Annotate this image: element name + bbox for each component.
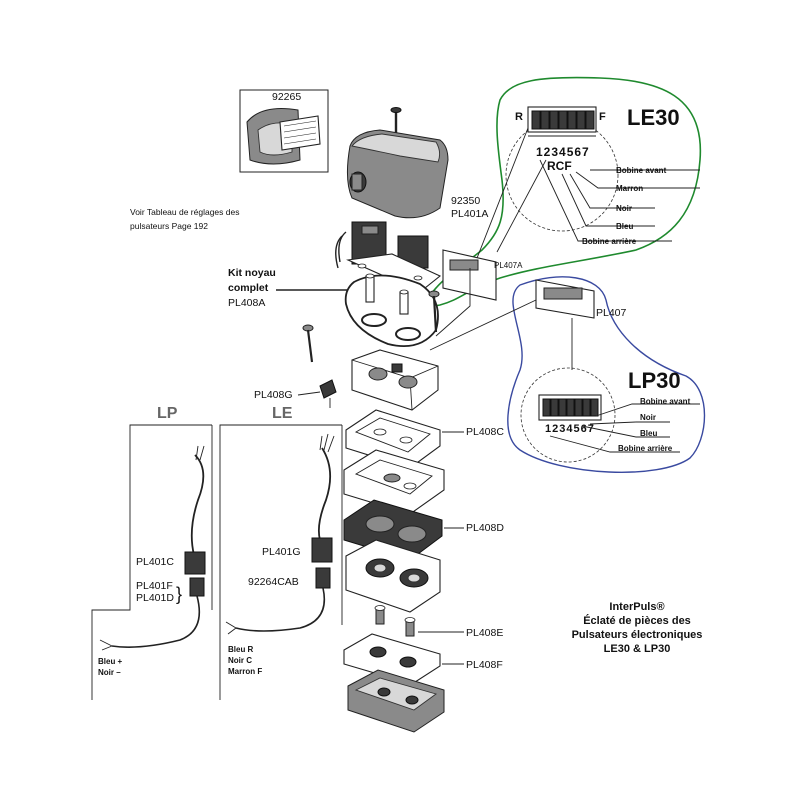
label-pl408d: PL408D [466,522,504,534]
le30-outline [428,76,702,307]
lp30-pin-numbers: 1234567 [545,423,595,435]
lp30-dashed-circle [520,367,616,463]
label-pl408g: PL408G [254,389,293,401]
caption-line2: Éclaté de pièces des [583,614,691,627]
gasket-pl408f [343,633,441,685]
le30-r-mark: R [515,111,523,123]
lp30-callout: PL407 1234567 LP30 Bobine avant Noir Ble… [507,276,706,473]
lp30-wire-noir: Noir [640,413,656,422]
le-cable-box [219,424,343,700]
kit-pl408a [344,273,439,348]
pl407-board [535,279,595,319]
label-pl401a: PL401A [451,208,488,220]
le30-wire-lines [469,127,700,277]
le-wire-line3: Marron F [228,667,262,676]
le-wire-line1: Bleu R [228,645,254,654]
lp-cable-box [91,424,213,700]
lp30-title: LP30 [628,368,681,393]
pulsator-cover [346,107,449,219]
pl407a-label: PL407A [494,261,523,270]
lower-housing [345,539,441,613]
label-pl408f: PL408F [466,659,503,671]
le30-connector [527,106,597,137]
pl407-label: PL407 [596,307,627,319]
caption-line4: LE30 & LP30 [604,643,671,655]
long-screw-right [428,290,440,333]
le30-f-mark: F [599,111,606,123]
settings-note-line2: pulsateurs Page 192 [130,221,208,231]
label-92264cab: 92264CAB [248,576,299,588]
part-pl408g [319,379,337,408]
le30-wire-bobine-arriere: Bobine arrière [582,237,637,246]
pins-pl408e [374,605,416,637]
label-92265: 92265 [272,91,301,103]
pulsator-body [351,349,439,411]
le-wire-line2: Noir C [228,656,252,665]
lp-title: LP [157,405,178,422]
lp-wire-line1: Bleu + [98,657,123,666]
label-92350: 92350 [451,195,480,207]
lp30-wire-bobine-avant: Bobine avant [640,397,691,406]
caption-line3: Pulsateurs électroniques [572,629,703,641]
le30-wire-marron: Marron [616,184,643,193]
le30-pin-numbers: 1234567 [536,145,590,159]
caption: InterPuls® Éclaté de pièces des Pulsateu… [572,601,703,655]
lp-wire-line2: Noir – [98,668,121,677]
long-screw-left [302,324,314,363]
base-housing [347,669,445,733]
lp30-wire-bleu: Bleu [640,429,657,438]
lp30-outline [507,276,706,473]
caption-brand: InterPuls® [609,601,664,613]
label-pl408e: PL408E [466,627,503,639]
kit-label-line1: Kit noyau [228,267,276,279]
kit-label-line2: complet [228,282,269,294]
le30-pin-letters: RCF [547,159,572,173]
settings-note-line1: Voir Tableau de réglages des [130,207,239,217]
manifold-plate [343,449,445,515]
pl407a-board [442,249,497,301]
kit-label-line3: PL408A [228,297,265,309]
lp30-connector [538,394,602,421]
lp30-wire-lines [549,403,700,453]
le30-callout: R F 1234567 RCF LE30 Bobine avant Marron… [428,76,702,307]
le30-title: LE30 [627,105,680,130]
label-pl401c: PL401C [136,556,174,568]
label-pl408c: PL408C [466,426,504,438]
filter-92265 [239,89,329,173]
le30-dashed-circle [505,118,619,232]
label-pl401f: PL401F [136,580,173,592]
le30-wire-noir: Noir [616,204,632,213]
label-pl401g: PL401G [262,546,301,558]
label-pl401d: PL401D [136,592,174,604]
lp30-wire-bobine-arriere: Bobine arrière [618,444,673,453]
le30-wire-bleu: Bleu [616,222,633,231]
le30-wire-bobine-avant: Bobine avant [616,166,667,175]
brace-icon: } [176,584,182,604]
le-title: LE [272,405,293,422]
